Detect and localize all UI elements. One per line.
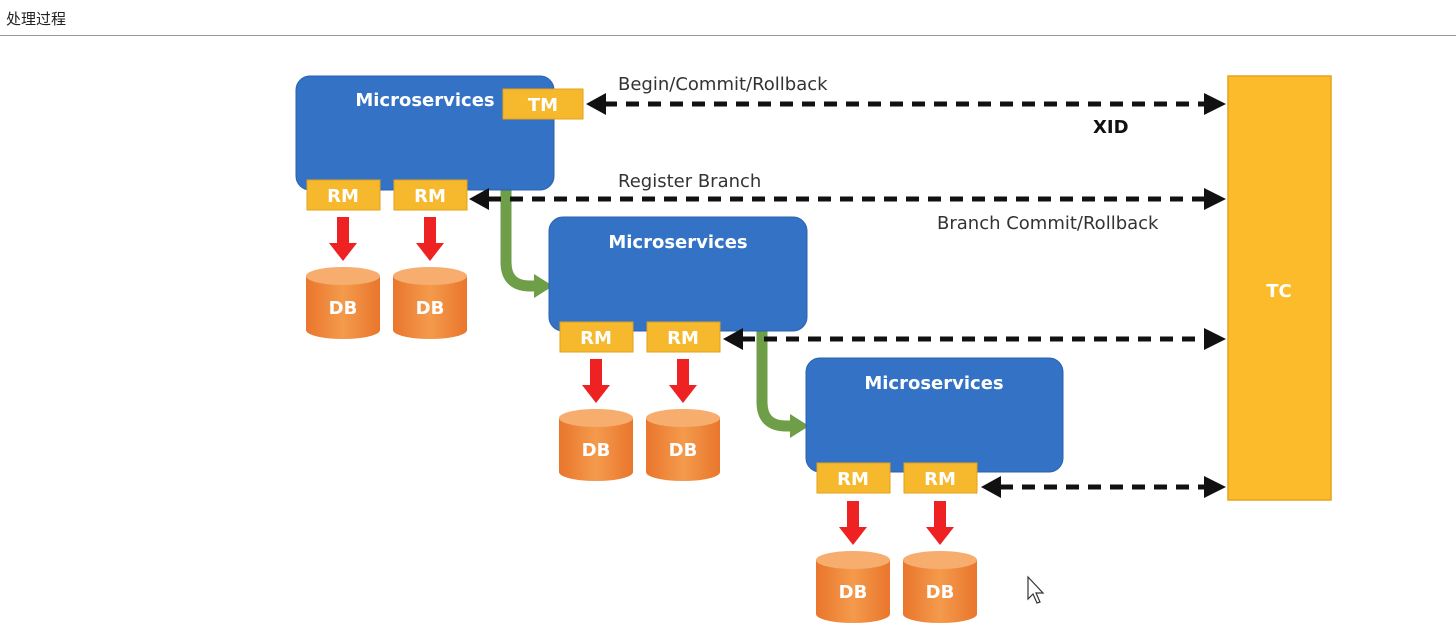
db-3b: DB: [903, 551, 977, 623]
red-arrow-2a: [582, 359, 610, 403]
flow-arrow-1-head: [534, 274, 553, 298]
svg-text:DB: DB: [582, 440, 611, 461]
svg-text:RM: RM: [837, 469, 869, 490]
tm-label: TM: [528, 95, 558, 116]
svg-text:DB: DB: [416, 298, 445, 319]
begin-commit-rollback-label: Begin/Commit/Rollback: [618, 74, 828, 95]
rm-box-2b: RM: [646, 321, 721, 353]
db-3a: DB: [816, 551, 890, 623]
rm-box-1a: RM: [306, 179, 381, 211]
red-arrow-3b: [926, 501, 954, 545]
flow-arrow-1: [500, 180, 536, 292]
tm-box: TM: [502, 88, 584, 120]
db-1b: DB: [393, 267, 467, 339]
svg-text:RM: RM: [327, 186, 359, 207]
mouse-cursor-icon: [1027, 575, 1045, 604]
red-arrow-1a: [329, 217, 357, 261]
microservice-3: Microservices: [805, 357, 1064, 473]
microservice-1-label: Microservices: [355, 90, 494, 111]
svg-text:DB: DB: [329, 298, 358, 319]
microservice-3-label: Microservices: [864, 373, 1003, 394]
tc-box: TC: [1227, 75, 1332, 501]
svg-text:DB: DB: [839, 582, 868, 603]
svg-text:RM: RM: [667, 328, 699, 349]
svg-text:RM: RM: [924, 469, 956, 490]
red-arrow-2b: [669, 359, 697, 403]
branch-commit-rollback-label: Branch Commit/Rollback: [937, 213, 1159, 234]
svg-text:DB: DB: [926, 582, 955, 603]
rm-box-3b: RM: [903, 462, 978, 494]
rm-box-3a: RM: [816, 462, 891, 494]
db-2b: DB: [646, 409, 720, 481]
microservice-2-label: Microservices: [608, 232, 747, 253]
header-bar: 处理过程: [0, 0, 1456, 36]
db-2a: DB: [559, 409, 633, 481]
svg-text:RM: RM: [580, 328, 612, 349]
red-arrow-3a: [839, 501, 867, 545]
flow-arrow-2: [756, 322, 792, 432]
microservice-2: Microservices: [548, 216, 808, 332]
page-title: 处理过程: [6, 10, 67, 28]
dashed-lines: [488, 101, 1206, 490]
red-arrow-1b: [416, 217, 444, 261]
dashed-arrowheads: [469, 93, 1226, 498]
register-branch-label: Register Branch: [618, 171, 761, 192]
rm-box-2a: RM: [559, 321, 634, 353]
red-arrows: [329, 217, 954, 545]
tc-label: TC: [1266, 281, 1292, 302]
svg-text:RM: RM: [414, 186, 446, 207]
xid-label: XID: [1093, 117, 1129, 138]
svg-text:DB: DB: [669, 440, 698, 461]
microservice-1: Microservices: [295, 75, 555, 191]
flow-arrow-2-head: [790, 414, 809, 438]
db-1a: DB: [306, 267, 380, 339]
rm-box-1b: RM: [393, 179, 468, 211]
